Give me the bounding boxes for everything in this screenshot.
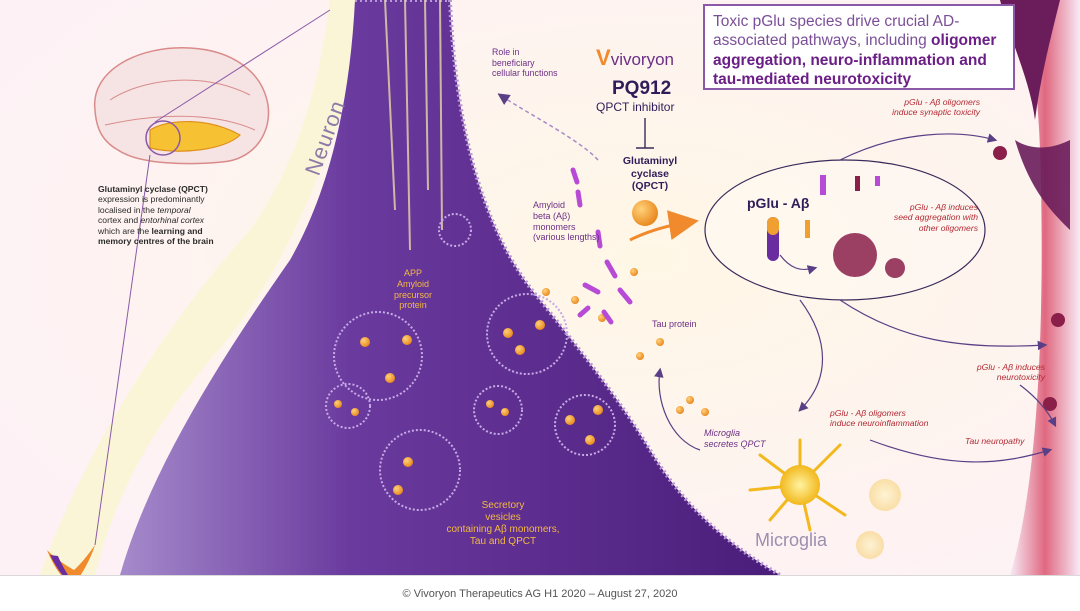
neurotoxicity-label: pGlu - Aβ induces neurotoxicity <box>930 362 1045 383</box>
brain-caption-line1: Glutaminyl cyclase (QPCT) <box>98 184 208 194</box>
app-label-l2: Amyloid <box>396 278 429 289</box>
vivoryon-v-icon: V <box>596 45 611 70</box>
microglia-secretes-arrow <box>654 367 701 451</box>
role-arrow <box>497 93 599 161</box>
callout-highlight: oligomer aggregation, neuro-inflammation… <box>713 32 997 89</box>
neuron-edge-band <box>40 0 378 575</box>
vivoryon-logo-mark <box>47 545 95 575</box>
tau-neuropathy-arrow <box>869 439 1053 463</box>
brain-caption-line6: memory centres of the brain <box>98 236 214 247</box>
seed-l3: other oligomers <box>918 222 978 233</box>
pglu-ab-label: pGlu - Aβ <box>747 195 810 211</box>
role-label: Role in beneficiary cellular functions <box>492 47 558 79</box>
qpct-particles <box>334 268 709 495</box>
brain-caption-line2: expression is predominantly <box>98 194 205 205</box>
drug-subtitle: QPCT inhibitor <box>596 100 675 114</box>
tau-protein-label: Tau protein <box>652 319 697 329</box>
brain-caption-line4b: entorhinal cortex <box>140 215 205 226</box>
app-label: APP Amyloid precursor protein <box>388 268 438 311</box>
amyloid-label: Amyloid beta (Aβ) monomers (various leng… <box>533 200 600 243</box>
microglia-secretes-l1: Microglia <box>704 428 741 438</box>
microtubules <box>384 0 443 251</box>
app-label-l1: APP <box>403 268 422 278</box>
enzyme-label-l1: Glutaminyl <box>622 155 678 167</box>
vesicles <box>325 213 616 511</box>
secretory-l1: Secretory <box>481 500 525 511</box>
zoom-line-top <box>154 9 331 123</box>
neuroinflammation-l1: pGlu - Aβ oligomers <box>830 408 906 418</box>
secretory-l2: vesicles <box>485 512 521 523</box>
amyloid-label-l1: Amyloid <box>533 200 566 210</box>
footer-divider <box>0 575 1080 576</box>
drug-name: PQ912 <box>612 78 672 99</box>
synaptic-toxicity-label: pGlu - Aβ oligomers induce synaptic toxi… <box>860 97 980 118</box>
microglia-secretes-l2: secretes QPCT <box>704 438 766 449</box>
brand-name: vivoryon <box>610 50 674 69</box>
diagram: Neuron Microglia Glutaminyl cyclase (QPC… <box>0 0 1080 575</box>
diagram-canvas <box>0 0 1080 575</box>
role-label-l3: cellular functions <box>492 68 558 79</box>
vivoryon-logo: Vvivoryon <box>596 45 674 71</box>
footer-copyright: © Vivoryon Therapeutics AG H1 2020 – Aug… <box>402 588 678 600</box>
amyloid-monomers <box>570 167 633 325</box>
brain-caption-line4a: cortex and <box>98 215 141 226</box>
secretory-l3: containing Aβ monomers, <box>446 524 560 535</box>
callout-text: Toxic pGlu species drive crucial AD-asso… <box>713 13 960 50</box>
seed-l2: seed aggregation with <box>893 212 978 223</box>
brain-caption-line3b: temporal <box>157 204 191 215</box>
brain-caption-line5b: learning and <box>151 225 203 236</box>
amyloid-label-l2: beta (Aβ) <box>533 210 571 221</box>
neurotoxicity-l2: neurotoxicity <box>996 372 1045 383</box>
brain-caption-line3a: localised in the <box>98 204 158 215</box>
neurotoxicity-l1: pGlu - Aβ induces <box>976 362 1045 372</box>
microglia-bg <box>856 479 901 559</box>
neuroinflammation-l2: induce neuroinflammation <box>830 418 929 429</box>
synaptic-l1: pGlu - Aβ oligomers <box>904 97 980 107</box>
synaptic-l2: induce synaptic toxicity <box>892 107 980 118</box>
key-message-callout: Toxic pGlu species drive crucial AD-asso… <box>703 4 1015 90</box>
app-label-l3: precursor <box>393 289 432 300</box>
secretory-vesicles-label: Secretory vesicles containing Aβ monomer… <box>438 500 568 548</box>
microglia-cell <box>748 438 847 532</box>
microglia-secretes-label: Microglia secretes QPCT <box>704 428 766 450</box>
secretory-l4: Tau and QPCT <box>469 536 537 547</box>
neuroinflammation-arrow <box>798 299 824 412</box>
enzyme-label: Glutaminyl cyclase (QPCT) <box>620 155 680 193</box>
role-label-l2: beneficiary <box>492 57 535 68</box>
brain-caption-line5a: which are the <box>98 225 152 236</box>
amyloid-label-l4: (various lengths) <box>533 232 600 243</box>
qpct-conversion-arrow <box>629 210 699 242</box>
synaptic-arrow <box>839 133 998 161</box>
neurotoxicity-arrow <box>839 299 1048 351</box>
brain-caption: Glutaminyl cyclase (QPCT) expression is … <box>98 184 276 247</box>
qpct-enzyme-icon <box>632 200 658 226</box>
enzyme-label-l3: (QPCT) <box>631 180 669 193</box>
zoom-line-bottom <box>94 154 151 546</box>
neuroinflammation-label: pGlu - Aβ oligomers induce neuroinflamma… <box>830 408 928 429</box>
dendrite-top <box>1000 0 1060 120</box>
seed-l1: pGlu - Aβ induces <box>909 202 978 212</box>
microglia-label: Microglia <box>755 530 828 550</box>
oligomer-clusters <box>805 175 905 278</box>
pglu-ab-ellipse <box>704 159 986 301</box>
brain-illustration <box>94 47 270 165</box>
app-label-l4: protein <box>399 300 427 311</box>
role-label-l1: Role in <box>492 47 520 57</box>
seed-aggregation-label: pGlu - Aβ induces seed aggregation with … <box>868 202 978 233</box>
synapse-oligomer <box>993 146 1007 160</box>
amyloid-label-l3: monomers <box>533 221 576 232</box>
enzyme-label-l2: cyclase <box>631 167 669 180</box>
neuron-body <box>120 0 780 575</box>
tau-neuropathy-label: Tau neuropathy <box>965 436 1025 446</box>
dendrite-spine <box>1015 140 1070 230</box>
